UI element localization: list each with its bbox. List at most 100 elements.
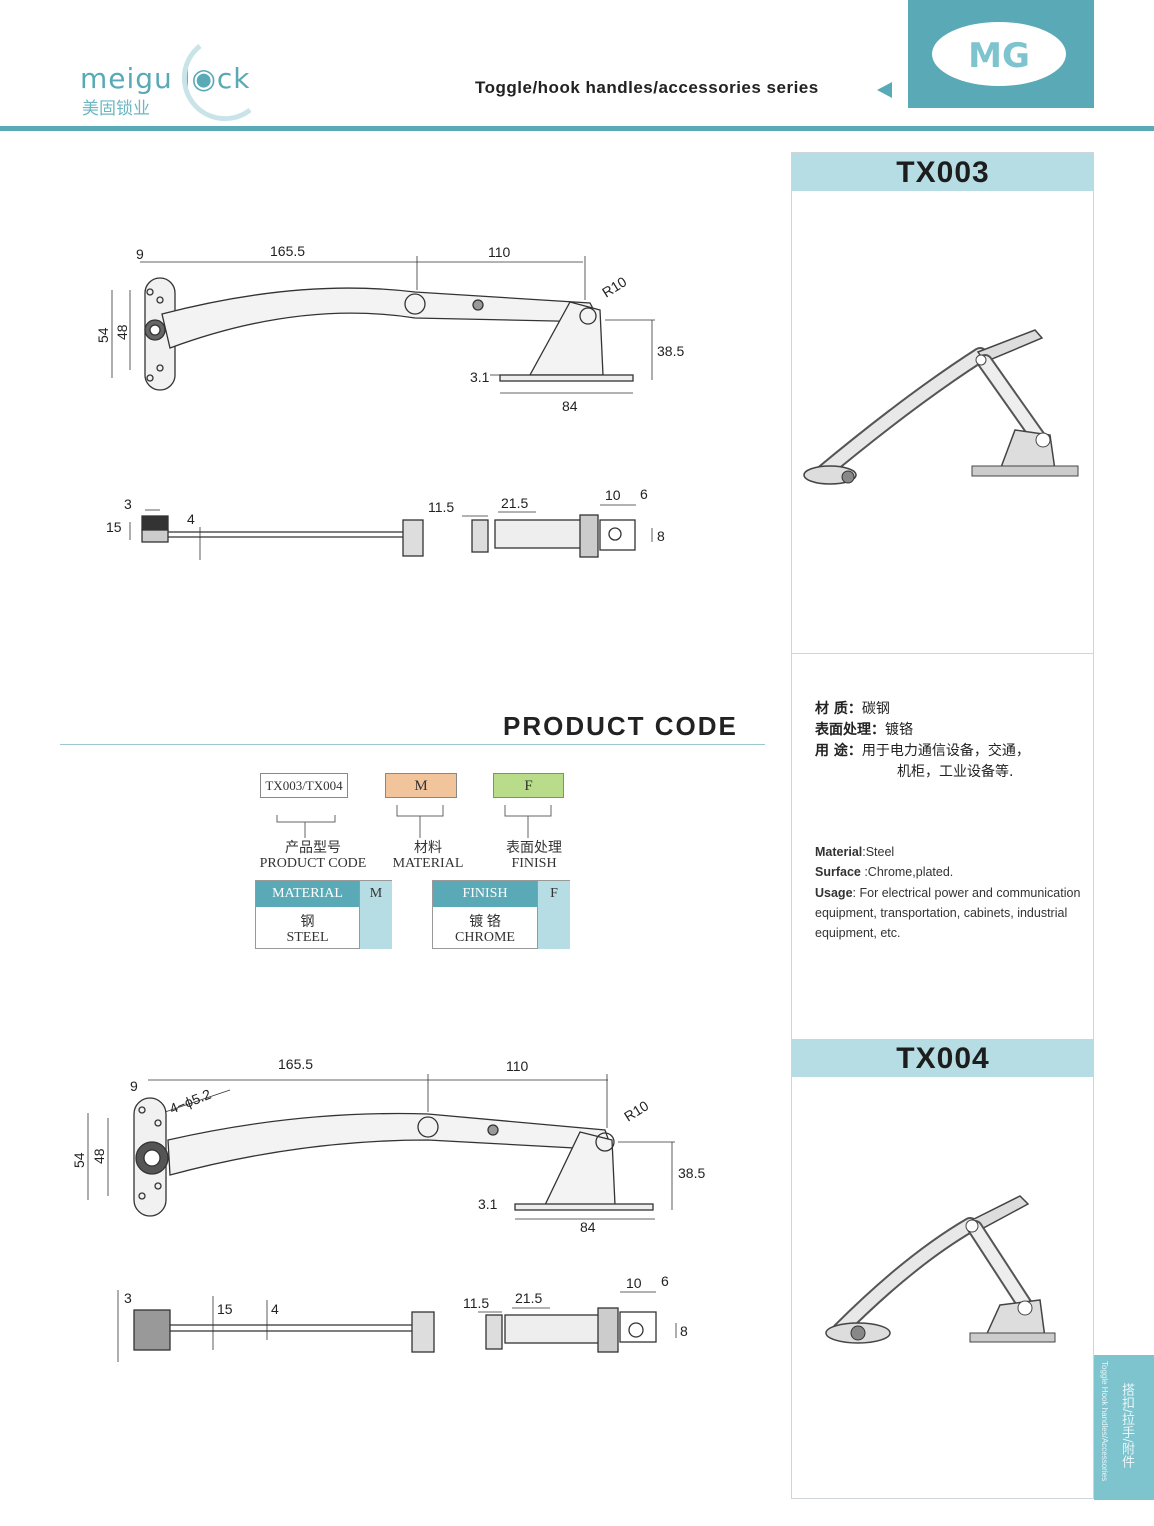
dim-84-top2: 84 [580,1219,596,1235]
product-code-title: PRODUCT CODE [503,711,738,741]
spec-usage-en: Usage: For electrical power and communic… [815,883,1085,943]
brand-badge: MG [908,0,1094,108]
spec-surface-en: Surface :Chrome,plated. [815,862,1085,882]
spec-material-en-value: :Steel [862,845,895,859]
dim-3-side1: 3 [124,496,132,512]
finish-table: FINISH F 镀 铬 CHROME [432,880,570,949]
header-divider [0,126,1154,131]
dim-4-side1: 4 [187,511,195,527]
code-model-box: TX003/TX004 [260,773,348,798]
tx003-side-view [129,504,653,560]
side-category-tab: 搭扣/拉手/附件 Toggle Hook handles/Accessories [1094,1355,1154,1500]
code-material-box: M [385,773,457,798]
brand-oval: MG [932,22,1066,86]
spec-surface-en-value: :Chrome,plated. [860,865,954,879]
dim-r10-top2: R10 [621,1097,651,1124]
spec-material-en-label: Material [815,845,863,859]
spec-material-en: Material:Steel [815,842,1085,862]
finish-table-code-cell [537,907,570,949]
triangle-marker-icon [877,82,892,98]
code-material-label: 材料 MATERIAL [380,841,476,871]
side-tab-cn: 搭扣/拉手/附件 [1120,1383,1135,1469]
series-title: Toggle/hook handles/accessories series [475,78,819,97]
dim-11-side1: 11.5 [428,499,454,515]
dim-54-top1: 54 [95,327,111,343]
spec-surface-cn-value: 镀铬 [885,722,913,738]
spec-usage-en-label: Usage [815,886,853,900]
dim-9-top2: 9 [130,1078,138,1094]
code-model-label-en: PRODUCT CODE [259,856,367,871]
dim-15-side1: 15 [106,519,122,535]
product-code-band-2: TX004 [792,1039,1094,1077]
dim-3-side2: 3 [124,1290,132,1306]
side-tab-en: Toggle Hook handles/Accessories [1100,1361,1109,1482]
dim-21-side2: 21.5 [515,1290,542,1306]
dim-3-1-top1: 3.1 [470,369,490,385]
dim-84-top1: 84 [562,398,578,414]
dim-15-side2: 15 [217,1301,233,1317]
dim-8-side1: 8 [657,528,665,544]
material-table-value-en: STEEL [286,930,329,945]
code-material-label-cn: 材料 [414,841,442,856]
spec-usage-en-value: : For electrical power and communication… [815,886,1081,940]
material-table-value-cn: 钢 [300,915,315,930]
product-panel [791,152,1094,1499]
dim-54-top2: 54 [71,1152,87,1168]
finish-table-value-en: CHROME [455,930,515,945]
finish-table-header: FINISH [433,881,537,907]
product-code-underline [60,744,765,745]
dim-6-side1: 6 [640,486,648,502]
spec-material-cn-value: 碳钢 [861,701,890,717]
code-material-label-en: MATERIAL [392,856,464,871]
tx004-top-view [87,1074,675,1220]
code-finish-label-cn: 表面处理 [506,841,562,856]
dim-10-side1: 10 [605,487,621,503]
finish-table-value-cn: 镀 铬 [469,915,501,930]
spec-surface-cn: 表面处理：镀铬 [815,719,913,739]
spec-usage-cn-line2: 机柜，工业设备等. [897,764,1014,780]
dim-38-top2: 38.5 [678,1165,705,1181]
tx004-product-image [825,1195,1056,1344]
product-code-band-1: TX003 [792,153,1094,191]
spec-usage-cn-label: 用 途： [815,743,862,759]
dim-3-1-top2: 3.1 [478,1196,498,1212]
material-table: MATERIAL M 钢 STEEL [255,880,392,949]
code-model-label-cn: 产品型号 [285,841,341,856]
dim-4-side2: 4 [271,1301,279,1317]
dim-48-top2: 48 [91,1148,107,1164]
dim-165-top1: 165.5 [270,243,305,259]
dim-110-top2: 110 [506,1058,529,1074]
spec-surface-en-label: Surface [815,865,861,879]
code-finish-label: 表面处理 FINISH [482,841,586,871]
finish-table-header-code: F [537,881,570,907]
tx004-side-view [117,1290,677,1362]
dim-10-side2: 10 [626,1275,642,1291]
dim-6-side2: 6 [661,1273,669,1289]
logo-ring-icon [181,44,252,122]
material-table-value: 钢 STEEL [256,915,359,945]
spec-usage-cn-value: 用于电力通信设备，交通， [861,743,1030,759]
dim-r10-top1: R10 [599,273,629,300]
spec-material-cn: 材 质：碳钢 [815,698,890,718]
dim-11-side2: 11.5 [463,1295,489,1311]
tx003-top-view [111,256,655,394]
code-finish-label-en: FINISH [511,856,557,871]
dim-110-top1: 110 [488,244,511,260]
tx003-product-image [803,329,1079,485]
spec-usage-cn: 用 途：用于电力通信设备，交通， [815,740,1030,760]
dim-21-side1: 21.5 [501,495,528,511]
spec-surface-cn-label: 表面处理： [815,722,885,738]
spec-material-cn-label: 材 质： [815,701,862,717]
brand-logo-subtitle: 美固锁业 [82,99,150,119]
dim-holes-top2: 4−ϕ5.2 [167,1086,213,1117]
material-table-code-cell [359,907,392,949]
material-table-header: MATERIAL [256,881,359,907]
brand-mark: MG [968,36,1030,76]
finish-table-value: 镀 铬 CHROME [433,915,537,945]
dim-165-top2: 165.5 [278,1056,313,1072]
dim-38-top1: 38.5 [657,343,684,359]
brand-logo-text: meigu l◉ck [80,62,251,95]
material-table-header-code: M [359,881,392,907]
panel-divider [792,653,1094,654]
code-finish-box: F [493,773,564,798]
